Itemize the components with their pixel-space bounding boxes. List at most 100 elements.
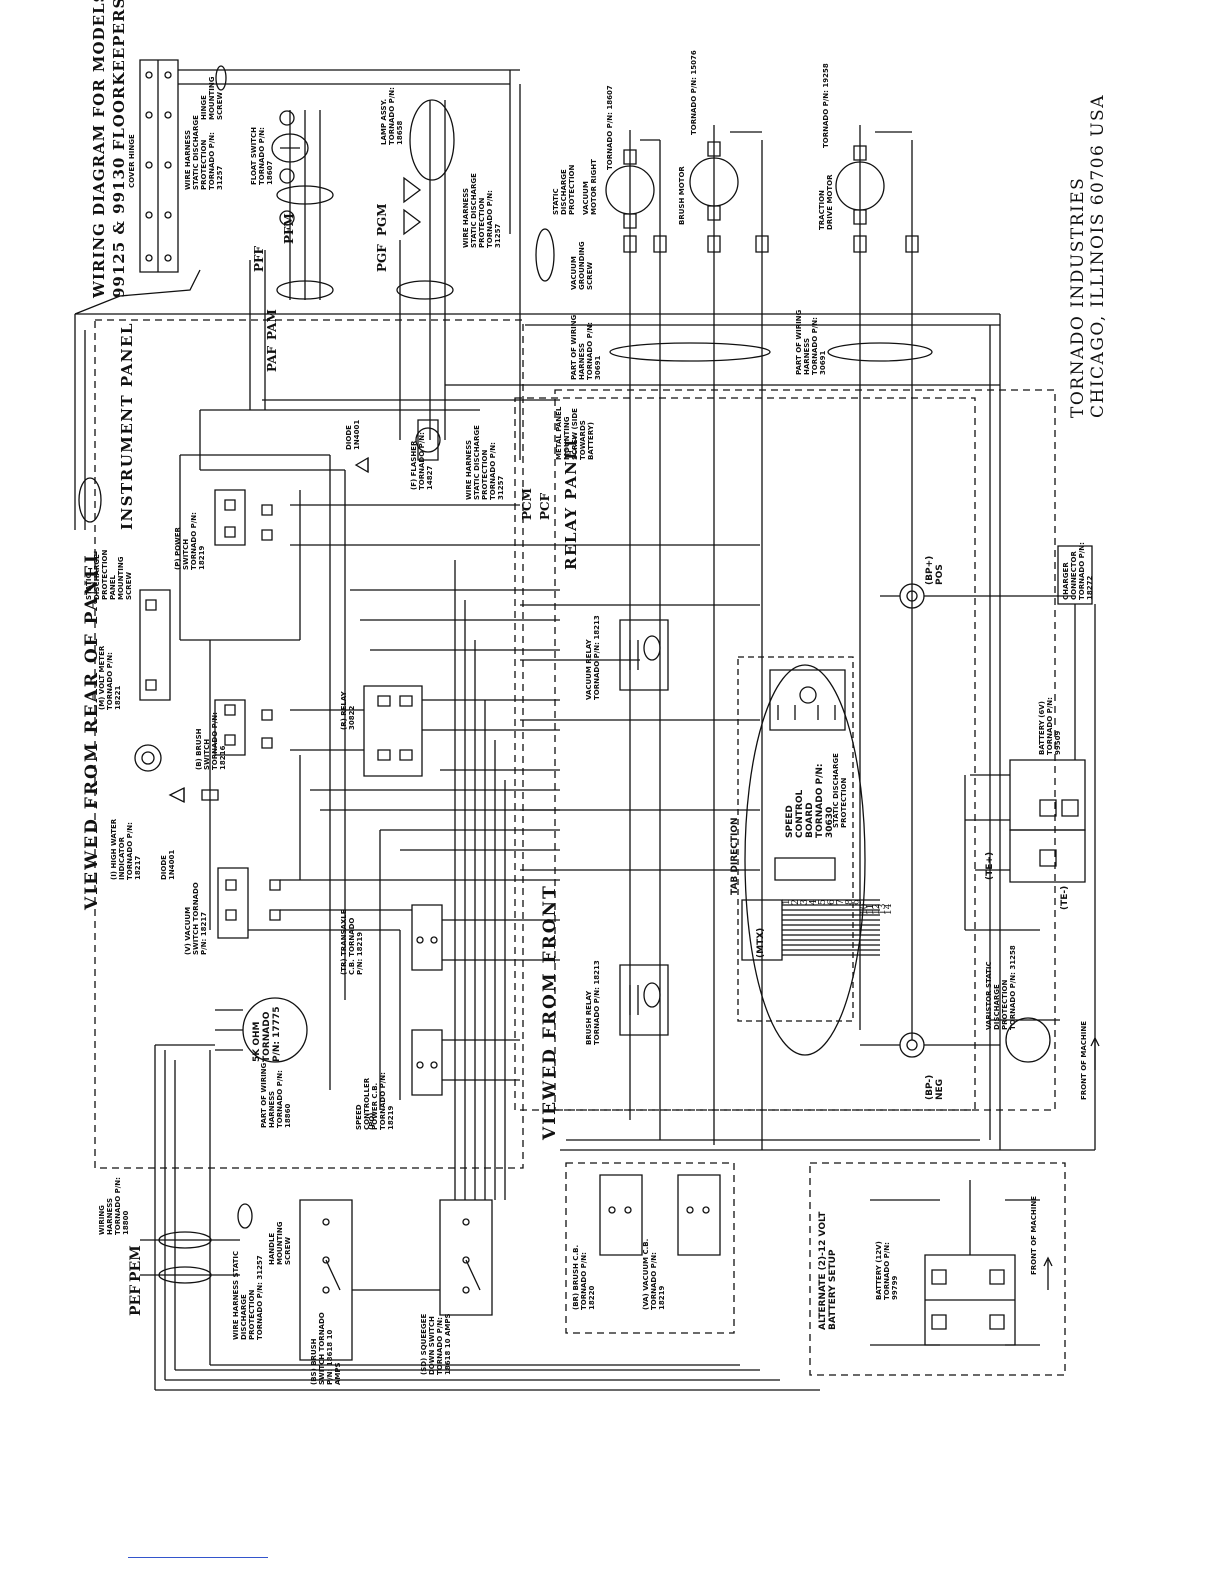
te-minus-label: (TE-) xyxy=(1060,885,1070,910)
tab-direction-label: TAB DIRECTION xyxy=(730,817,740,895)
battery-6v-a xyxy=(1010,760,1085,830)
vacuum-motor-pn: TORNADO P/N: 18607 xyxy=(606,85,614,170)
float-switch-label: FLOAT SWITCH TORNADO P/N: 18607 xyxy=(250,127,274,185)
instrument-panel-box xyxy=(95,320,523,1168)
breaker-box xyxy=(566,1163,734,1333)
harness-capsule-1 xyxy=(610,343,770,361)
brush-switch xyxy=(215,700,245,755)
alt-battery-box xyxy=(810,1163,1065,1375)
varistor xyxy=(1006,1018,1050,1062)
high-water-indicator xyxy=(135,745,161,771)
brush-cb xyxy=(600,1175,642,1255)
vacuum-switch xyxy=(218,868,248,938)
harness-part-label-1: PART OF WIRING HARNESS TORNADO P/N: 3069… xyxy=(570,314,602,380)
relay-r xyxy=(364,686,422,776)
pot-harness-label: PART OF WIRING HARNESS TORNADO P/N: 1886… xyxy=(260,1062,292,1128)
diagram-title-line1: WIRING DIAGRAM FOR MODELS® xyxy=(90,0,108,298)
tab-direction-lines xyxy=(782,900,880,955)
vacuum-cb-label: (VA) VACUUM C.B. TORNADO P/N: 18219 xyxy=(642,1238,666,1310)
handle-screw-label: HANDLE MOUNTING SCREW xyxy=(268,1221,292,1265)
speed-control-board xyxy=(745,665,865,1055)
power-switch xyxy=(215,490,245,545)
panel-screw-label: STATIC DISCHARGE PROTECTION PANEL MOUNTI… xyxy=(85,549,133,600)
brush-cb-label: (BR) BRUSH C.B. TORNADO P/N: 18220 xyxy=(572,1244,596,1310)
vacuum-switch-label: (V) VACUUM SWITCH TORNADO P/N: 18217 xyxy=(184,882,208,955)
pcm-pcf-connectors xyxy=(520,545,760,870)
front-connectors-box xyxy=(555,390,1055,1110)
instrument-panel-label: INSTRUMENT PANEL xyxy=(118,322,136,530)
vacuum-ground-label: VACUUM GROUNDING SCREW xyxy=(570,241,594,290)
view-rear-label: VIEWED FROM REAR OF PANEL xyxy=(82,549,102,910)
diode-2-label: DIODE 1N4001 xyxy=(160,849,176,880)
vacuum-relay xyxy=(620,620,668,690)
volt-meter-label: (M) VOLT METER TORNADO P/N: 18221 xyxy=(98,645,122,710)
diode-label: DIODE 1N4001 xyxy=(345,419,361,450)
vacuum-cb xyxy=(678,1175,720,1255)
label-paf: PAF xyxy=(265,346,279,372)
lamp-assy-label: LAMP ASSY. TORNADO P/N: 18658 xyxy=(380,87,404,145)
flasher-label: (F) FLASHER TORNADO P/N: 14827 xyxy=(410,432,434,490)
brush-motor-pn: TORNADO P/N: 15076 xyxy=(690,50,698,135)
pot-5k-label: 5K OHM TORNADO P/N: 17775 xyxy=(252,1006,282,1062)
company-address: CHICAGO, ILLINOIS 60706 USA xyxy=(1088,94,1108,418)
power-switch-label: (P) POWER SWITCH TORNADO P/N: 18219 xyxy=(174,512,206,570)
bs-switch-label: (BS) BRUSH SWITCH TORNADO P/N: 18618 10 … xyxy=(310,1312,342,1385)
sd-switch-label: (SD) SQUEEGEE DOWN SWITCH TORNADO P/N: 1… xyxy=(420,1313,452,1375)
speed-board-box xyxy=(738,657,853,1021)
volt-meter xyxy=(140,590,170,700)
tab-number: 14 xyxy=(884,903,894,915)
brush-switch-bs xyxy=(300,1200,352,1360)
charger-label: CHARGER CONNECTOR TORNADO P/N: 18272 xyxy=(1062,542,1094,600)
battery-6v-b xyxy=(1010,830,1085,882)
harness-protection-3: WIRE HARNESS STATIC DISCHARGE PROTECTION… xyxy=(232,1250,264,1340)
relay-panel-box xyxy=(515,398,975,1110)
pff-capsule xyxy=(277,186,333,204)
battery-6v-label: BATTERY (6V) TORNADO P/N: 99509 xyxy=(1038,697,1062,755)
harness-capsule-2 xyxy=(828,343,932,361)
wiring-harness-label-low: WIRING HARNESS TORNADO P/N: 18800 xyxy=(98,1177,130,1235)
label-pef: PEF xyxy=(128,1284,144,1316)
label-pam: PAM xyxy=(265,309,279,340)
pfm-capsule xyxy=(277,281,333,299)
label-pcf: PCF xyxy=(538,492,552,520)
hinge-harness-protection: WIRE HARNESS STATIC DISCHARGE PROTECTION… xyxy=(184,115,224,190)
transaxle-cb xyxy=(412,905,442,970)
label-pcm: PCM xyxy=(520,488,534,520)
view-front-label: VIEWED FROM FRONT xyxy=(540,884,560,1140)
label-pff: PFF xyxy=(252,245,266,272)
varistor-label: VARISTOR STATIC DISCHARGE PROTECTION TOR… xyxy=(985,945,1017,1030)
vacuum-motor-label: VACUUM MOTOR RIGHT xyxy=(582,159,598,215)
harness-protection-2: WIRE HARNESS STATIC DISCHARGE PROTECTION… xyxy=(462,173,502,248)
metal-panel-label: METAL PANEL MOUNTING SCREW (SIDE TOWARDS… xyxy=(555,406,595,460)
speed-static-label: STATIC DISCHARGE PROTECTION xyxy=(832,753,848,828)
brush-relay xyxy=(620,965,668,1035)
traction-motor-label: TRACTION DRIVE MOTOR xyxy=(818,174,834,230)
te-plus-label: (TE+) xyxy=(985,851,995,880)
pos-label: (BP+) POS xyxy=(925,555,945,585)
company-name: TORNADO INDUSTRIES xyxy=(1068,176,1088,418)
cover-hinge xyxy=(140,60,178,272)
brush-relay-label: BRUSH RELAY TORNADO P/N: 18213 xyxy=(585,960,601,1045)
label-pgm: PGM xyxy=(375,203,389,236)
front-machine-label-2: FRONT OF MACHINE xyxy=(1030,1196,1038,1275)
flasher xyxy=(416,428,440,452)
alt-battery-title: ALTERNATE (2)-12 VOLT BATTERY SETUP xyxy=(818,1211,838,1330)
label-pgf: PGF xyxy=(375,244,389,272)
relay-r-label: (R) RELAY 30822 xyxy=(340,691,356,730)
speed-control-board-label: SPEED CONTROL BOARD TORNADO P/N: 30630 xyxy=(785,763,835,839)
label-pem: PEM xyxy=(128,1245,144,1282)
brush-switch-label: (B) BRUSH SWITCH TORNADO P/N: 18216 xyxy=(195,712,227,770)
harness-protection-flasher: WIRE HARNESS STATIC DISCHARGE PROTECTION… xyxy=(465,425,505,500)
mtx-label: (MTX) xyxy=(756,927,766,958)
battery-12v-label: BATTERY (12V) TORNADO P/N: 99799 xyxy=(875,1241,899,1300)
vacuum-relay-label: VACUUM RELAY TORNADO P/N: 18213 xyxy=(585,615,601,700)
footer-link-rule xyxy=(128,1557,268,1558)
brush-motor-label: BRUSH MOTOR xyxy=(678,166,686,225)
high-water-label: (I) HIGH WATER INDICATOR TORNADO P/N: 18… xyxy=(110,818,142,880)
label-pfm: PFM xyxy=(282,213,296,244)
speed-controller-cb xyxy=(412,1030,442,1095)
squeegee-switch-sd xyxy=(440,1200,492,1315)
harness-part-label-2: PART OF WIRING HARNESS TORNADO P/N: 3069… xyxy=(795,309,827,375)
